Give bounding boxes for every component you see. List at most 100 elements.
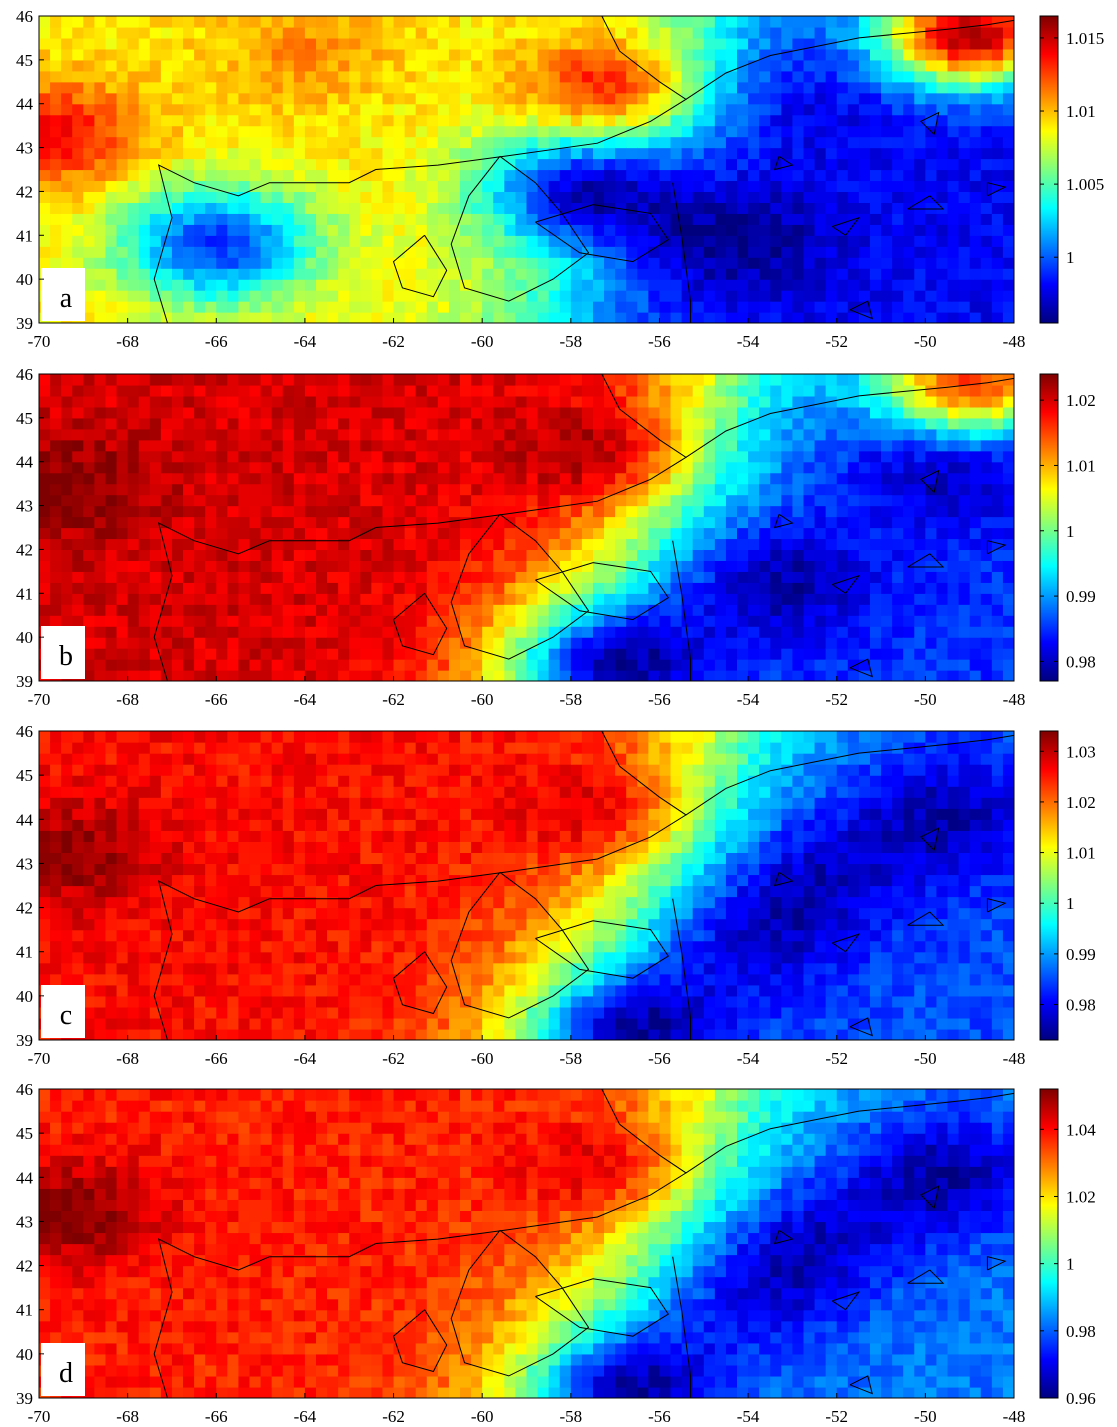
coastline-5 <box>672 898 691 1040</box>
coastline-7 <box>907 195 945 210</box>
y-tick-label: 40 <box>16 1345 33 1364</box>
colorbar-tick-label: 1 <box>1066 894 1075 913</box>
panel-label-box <box>41 626 85 679</box>
colorbar-tick-label: 1.01 <box>1066 844 1096 863</box>
x-tick-label: -52 <box>825 332 848 351</box>
colorbar-tick-label: 1.01 <box>1066 456 1096 475</box>
colorbar <box>1039 1088 1059 1399</box>
x-tick-label: -48 <box>1003 332 1026 351</box>
coastline-3 <box>392 234 448 298</box>
panel-label-box <box>41 985 85 1038</box>
x-tick-label: -58 <box>559 690 582 709</box>
x-tick-label: -50 <box>914 1049 937 1068</box>
coastline-0 <box>153 374 687 681</box>
coastline-9 <box>832 1291 861 1311</box>
x-tick-label: -68 <box>116 1407 139 1426</box>
x-tick-label: -70 <box>28 1407 51 1426</box>
x-tick-label: -56 <box>648 690 671 709</box>
coastline-0 <box>153 731 687 1040</box>
x-tick-label: -60 <box>471 690 494 709</box>
plot-frame <box>38 373 1015 682</box>
y-tick-label: 45 <box>16 409 33 428</box>
y-tick-label: 45 <box>16 766 33 785</box>
y-tick-label: 44 <box>16 1168 34 1187</box>
y-tick-label: 45 <box>16 1124 33 1143</box>
colorbar-tick-label: 0.98 <box>1066 1322 1096 1341</box>
y-tick-label: 40 <box>16 987 33 1006</box>
colorbar-tick-label: 1.02 <box>1066 793 1096 812</box>
x-tick-label: -52 <box>825 1049 848 1068</box>
colorbar <box>1039 730 1059 1041</box>
x-tick-label: -56 <box>648 1407 671 1426</box>
coastline-3 <box>392 592 448 656</box>
colorbar-tick-label: 1.02 <box>1066 1187 1096 1206</box>
y-tick-label: 46 <box>16 365 33 384</box>
coastline-6 <box>773 155 794 171</box>
coastline-8 <box>986 540 1007 555</box>
y-tick-label: 39 <box>16 314 33 333</box>
coastline-7 <box>907 911 945 926</box>
colorbar-tick-label: 1 <box>1066 248 1075 267</box>
colorbar <box>1039 15 1059 324</box>
x-tick-label: -66 <box>205 690 228 709</box>
x-tick-label: -58 <box>559 332 582 351</box>
coastline-2 <box>450 513 590 660</box>
x-tick-label: -54 <box>737 1407 760 1426</box>
y-tick-label: 41 <box>16 943 33 962</box>
y-tick-label: 46 <box>16 7 33 26</box>
coastline-7 <box>907 553 945 568</box>
x-tick-label: -68 <box>116 332 139 351</box>
coastline-9 <box>832 216 861 236</box>
panel-label: b <box>59 641 73 672</box>
colorbar-tick-label: 0.99 <box>1066 587 1096 606</box>
colorbar-tick-label: 1.03 <box>1066 742 1096 761</box>
coastline-3 <box>392 951 448 1015</box>
panel-label-box <box>41 268 85 321</box>
y-tick-label: 44 <box>16 810 34 829</box>
y-tick-label: 41 <box>16 1301 33 1320</box>
panel-label: c <box>60 1000 72 1031</box>
coastline-2 <box>450 155 590 302</box>
y-tick-label: 46 <box>16 1080 33 1099</box>
x-tick-label: -64 <box>294 690 317 709</box>
y-tick-label: 46 <box>16 722 33 741</box>
x-tick-label: -64 <box>294 332 317 351</box>
x-tick-label: -48 <box>1003 690 1026 709</box>
y-tick-label: 39 <box>16 1389 33 1408</box>
coastline-4 <box>535 920 670 979</box>
y-tick-label: 43 <box>16 497 33 516</box>
colorbar-tick-label: 0.98 <box>1066 996 1096 1015</box>
y-tick-label: 42 <box>16 540 33 559</box>
y-tick-label: 44 <box>16 95 34 114</box>
y-tick-label: 43 <box>16 1212 33 1231</box>
x-tick-label: -66 <box>205 332 228 351</box>
coastline-9 <box>832 574 861 594</box>
coastline-8 <box>986 1256 1007 1271</box>
x-tick-label: -64 <box>294 1049 317 1068</box>
coastline-11 <box>849 1017 873 1037</box>
y-tick-label: 41 <box>16 584 33 603</box>
coastline-10 <box>920 111 940 135</box>
x-tick-label: -70 <box>28 332 51 351</box>
coastline-5 <box>672 1256 691 1398</box>
coastline-2 <box>450 1229 590 1377</box>
x-tick-label: -62 <box>382 690 405 709</box>
coastline-0 <box>153 16 687 323</box>
coastline-6 <box>773 513 794 529</box>
colorbar-tick-label: 0.99 <box>1066 945 1096 964</box>
plot-frame <box>38 730 1015 1041</box>
coastline-6 <box>773 1229 794 1245</box>
coastline-1 <box>685 19 1014 100</box>
x-tick-label: -58 <box>559 1407 582 1426</box>
coastline-5 <box>672 182 691 323</box>
y-tick-label: 45 <box>16 51 33 70</box>
y-tick-label: 43 <box>16 854 33 873</box>
x-tick-label: -58 <box>559 1049 582 1068</box>
x-tick-label: -60 <box>471 1407 494 1426</box>
x-tick-label: -50 <box>914 1407 937 1426</box>
colorbar-tick-label: 1.015 <box>1066 29 1104 48</box>
coastline-2 <box>450 871 590 1019</box>
heatmap-panel-b <box>39 374 1014 681</box>
coastline-10 <box>920 469 940 493</box>
coastline-8 <box>986 898 1007 913</box>
